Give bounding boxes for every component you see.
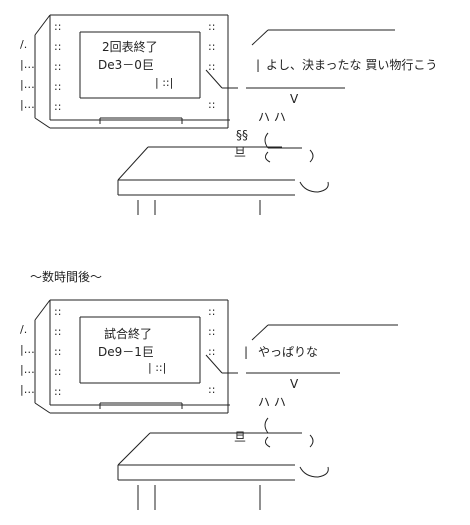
tv-dots: ::: [54, 60, 62, 73]
table: [117, 146, 295, 215]
tv-left-edge: /.: [20, 323, 28, 336]
tv-dots: ::: [54, 20, 62, 33]
tv-left-edge: |…: [20, 363, 35, 376]
character: [264, 417, 329, 478]
tv-frame: [34, 299, 230, 414]
tv-dots: ::: [208, 20, 216, 33]
tv-stand: [99, 402, 183, 409]
tv-title: 試合終了: [104, 327, 153, 341]
character-ears: ハ ハ: [258, 395, 286, 409]
speech-text: やっぱりな: [258, 345, 319, 359]
tv-dots: ::: [54, 100, 62, 113]
tv-stand: [99, 117, 183, 124]
tv-dots: ::: [208, 305, 216, 318]
tv-dots: ::: [54, 40, 62, 53]
speech-bar: |: [244, 345, 249, 359]
tv-screen: [79, 31, 201, 99]
tv-score: De9－1巨: [98, 345, 154, 359]
tv-screen-corner-dots: | ::|: [148, 361, 167, 374]
speech-box: [246, 324, 398, 374]
tv-left-edge: /.: [20, 38, 28, 51]
tv-frame: [34, 14, 230, 129]
scene-after-drawing: [34, 299, 398, 510]
time-caption: ～数時間後～: [30, 270, 103, 284]
speech-text: よし、決まったな 買い物行こう: [266, 58, 438, 72]
tv-dots: ::: [208, 345, 216, 358]
table: [117, 432, 295, 510]
bowl-kanji: 旦: [234, 430, 247, 444]
tv-left-edge: |…: [20, 78, 35, 91]
tv-left-edge: |…: [20, 383, 35, 396]
tv-left-edge: |…: [20, 343, 35, 356]
speech-bar: |: [256, 58, 261, 72]
speech-pointer: [205, 354, 238, 374]
bowl-kanji: 旦: [234, 145, 247, 159]
scene-before: /. |… |… |… :: :: :: :: :: :: :: :: :: |…: [0, 0, 470, 240]
tv-dots: ::: [54, 80, 62, 93]
tv-screen: [79, 316, 201, 384]
tv-dots: ::: [208, 40, 216, 53]
speech-pointer: [205, 69, 238, 89]
steam: §§: [236, 128, 248, 142]
character: [264, 132, 329, 193]
speech-chevron: V: [290, 377, 299, 391]
speech-chevron: V: [290, 92, 299, 106]
speech-box: [246, 29, 395, 89]
tv-dots: ::: [54, 325, 62, 338]
tv-left-edge: |…: [20, 98, 35, 111]
character-ears: ハ ハ: [258, 110, 286, 124]
tv-dots: ::: [208, 98, 216, 111]
tv-dots: ::: [54, 345, 62, 358]
scene-before-drawing: [34, 14, 395, 215]
tv-score: De3－0巨: [98, 58, 154, 72]
tv-dots: ::: [54, 305, 62, 318]
tv-left-edge: |…: [20, 58, 35, 71]
tv-title: 2回表終了: [102, 40, 158, 54]
tv-dots: ::: [208, 383, 216, 396]
tv-dots: ::: [208, 325, 216, 338]
tv-dots: ::: [208, 60, 216, 73]
tv-dots: ::: [54, 385, 62, 398]
tv-dots: ::: [54, 365, 62, 378]
tv-screen-corner-dots: | ::|: [155, 76, 174, 89]
scene-after: /. |… |… |… :: :: :: :: :: :: :: :: :: |…: [0, 285, 470, 525]
